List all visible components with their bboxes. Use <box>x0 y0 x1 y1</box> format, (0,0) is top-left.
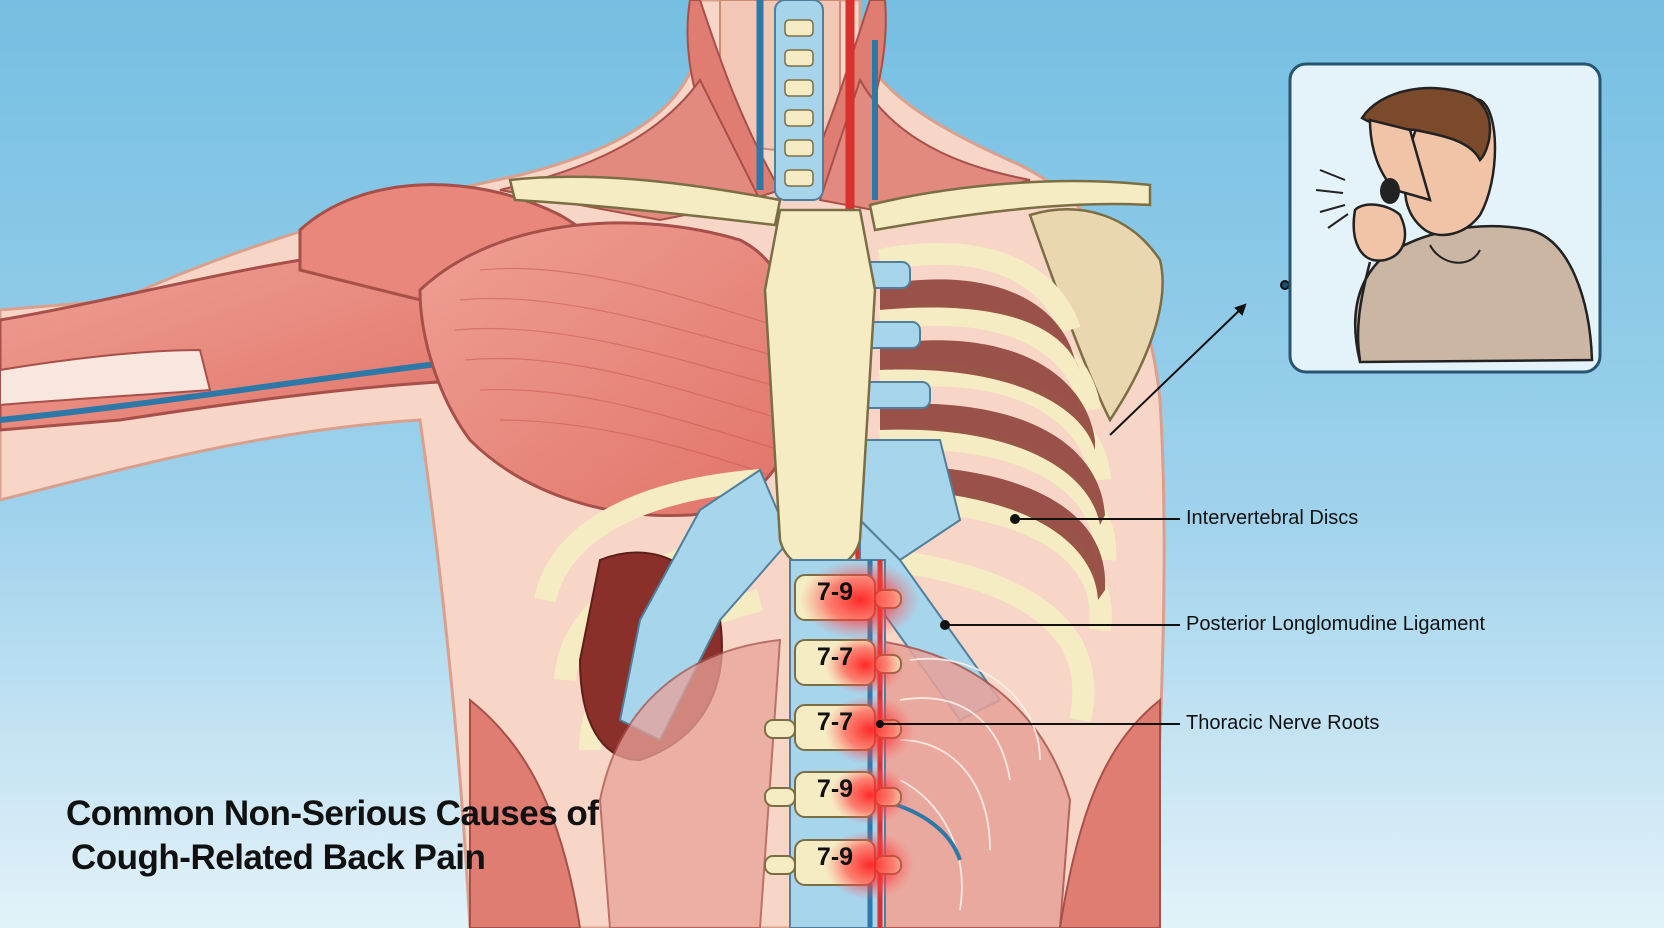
pectoral-fibers <box>454 267 791 476</box>
abdominal-muscle-left <box>598 638 782 928</box>
external-oblique-left <box>469 697 582 928</box>
pain-highlight-4 <box>830 765 910 825</box>
title-line-1: Common Non-Serious Causes of <box>66 794 599 833</box>
external-oblique-right <box>1058 697 1161 928</box>
pain-highlights <box>800 560 920 900</box>
page-title: Common Non-Serious Causes of Cough-Relat… <box>66 792 599 880</box>
callout-label-posterior-ligament: Posterior Longlomudine Ligament <box>1186 613 1486 635</box>
pain-highlight-2 <box>825 635 905 695</box>
vertebra-label-3: 7-7 <box>816 708 854 736</box>
pain-highlight-3 <box>825 695 915 765</box>
nerve-fibers <box>899 657 1041 911</box>
coughing-person-icon <box>1315 86 1594 364</box>
vertebra-label-4: 7-9 <box>816 775 854 803</box>
vertebra-label-2: 7-7 <box>816 643 854 671</box>
inset-pointer-line <box>1109 304 1246 436</box>
vertebra-label-1: 7-9 <box>816 578 854 606</box>
rib-cage-right-gaps <box>880 279 1106 600</box>
clavicle-right <box>868 179 1152 232</box>
pain-highlight-1 <box>800 560 920 640</box>
arm-vein <box>0 357 471 423</box>
inset-card <box>1288 62 1602 374</box>
callout-label-intervertebral-discs: Intervertebral Discs <box>1186 507 1359 529</box>
callout-label-thoracic-nerve-roots: Thoracic Nerve Roots <box>1186 712 1380 734</box>
callout-lines <box>876 280 1290 728</box>
pain-highlight-5 <box>825 830 915 900</box>
forearm-tendon <box>0 348 212 407</box>
sternum <box>763 208 877 572</box>
cervical-spine <box>774 0 824 201</box>
title-line-2: Cough-Related Back Pain <box>71 838 486 877</box>
abdominal-muscle-right <box>868 638 1072 928</box>
clavicle-left <box>508 175 782 227</box>
vertebra-label-5: 7-9 <box>816 843 854 871</box>
